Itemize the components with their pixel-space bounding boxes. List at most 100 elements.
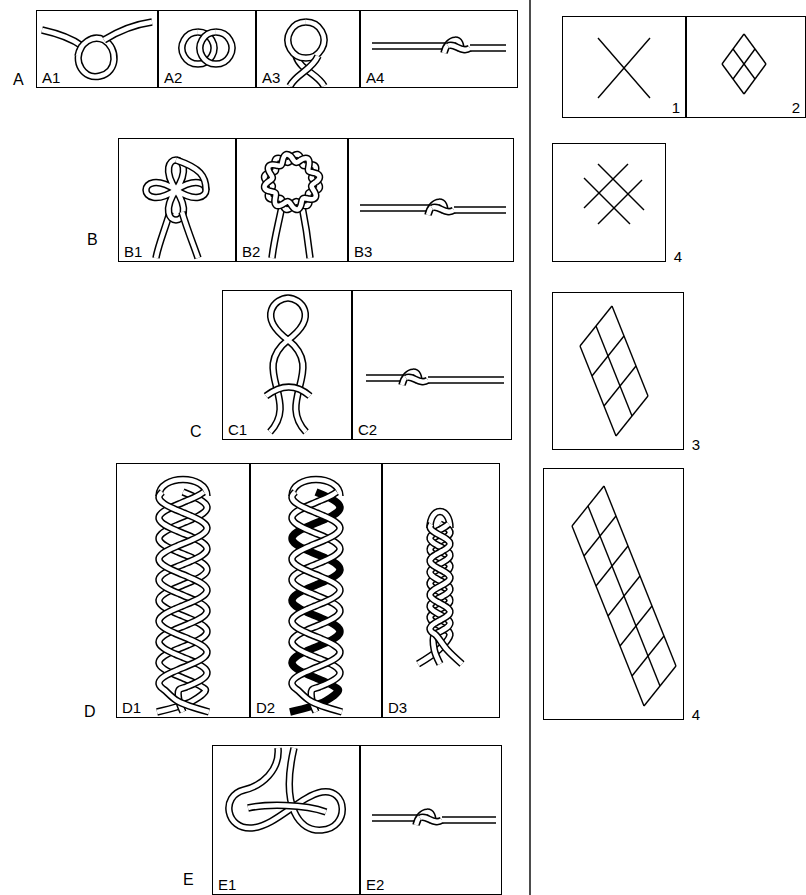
rope-strand [428,378,504,383]
rope-strand [302,206,310,258]
lattice-line [598,38,650,98]
rope-strand [146,160,206,220]
row-letter: E [181,871,196,889]
knot-panel: A2 [158,10,256,88]
rope-strand [229,748,342,830]
rope-strand [420,817,442,822]
rope-strand [372,44,448,49]
rope-strand [176,160,206,190]
lattice-line [604,486,676,666]
rope-strand [146,160,206,220]
panel-label: A3 [260,69,282,86]
panel-label: A4 [364,69,386,86]
rope-strand [159,492,209,712]
knot-panel: D2 [250,463,382,718]
rope-strand [159,492,209,712]
rope-strand [270,298,306,432]
knot-panel: 4 [552,143,666,262]
rope-strand [406,377,428,382]
rope-strand [42,30,82,46]
lattice-line [733,49,755,79]
panel-label: E1 [216,876,238,893]
rope-strand [360,206,432,211]
panel-label: 3 [690,436,702,453]
row-letter: A [11,71,26,89]
panel-label: A2 [162,69,184,86]
rope-strand [290,56,318,86]
rope-drawing [42,22,506,830]
knot-panel: C2 [352,290,512,440]
knot-panel: 4 [543,468,684,720]
knot-panel: E1 [212,745,360,895]
lattice-line [744,34,766,64]
knot-panel: A1 [36,10,158,88]
rope-strand [182,212,198,258]
rope-strand [104,22,152,40]
knot-panel: E2 [360,745,502,895]
rope-strand [432,207,454,212]
knot-panel: B3 [348,138,514,262]
rope-strand [290,56,318,86]
rope-strand [248,805,326,812]
panel-label: 1 [670,99,682,116]
rope-strand [272,206,282,258]
row-letter: C [188,423,204,441]
rope-strand [420,817,442,822]
rope-strand [104,22,152,40]
rope-strand [78,38,114,76]
rope-strand [264,154,319,209]
rope-strand [302,206,310,258]
rope-strand [448,45,470,50]
panel-label: B3 [352,243,374,260]
rope-strand [454,208,506,213]
rope-strand [272,206,282,258]
knot-panel: 2 [686,16,806,118]
rope-strand [248,805,326,812]
rope-strand [430,524,462,664]
knot-panel: A3 [256,10,360,88]
lattice-line [584,178,630,224]
lattice-line [612,306,648,396]
rope-strand [372,816,420,821]
knot-panel: D3 [382,463,500,718]
rope-strand [428,376,504,384]
rope-strand [432,207,454,212]
knot-panel: 1 [562,16,686,118]
row-letter: D [82,703,98,721]
knot-panel: A4 [360,10,518,88]
panel-label: D3 [386,699,409,716]
lattice-line [598,38,650,98]
rope-strand [288,22,324,58]
lattice-line [733,49,755,79]
rope-strand [442,818,496,823]
rope-strand [200,32,232,64]
rope-strand [430,524,462,664]
rope-strand [264,154,319,209]
rope-strand [229,748,342,830]
rope-strand [42,30,82,46]
rope-strand [264,154,319,209]
rope-strand [442,816,496,824]
knot-panel: B2 [236,138,348,262]
row-letter: B [85,231,100,249]
knot-panel: C1 [222,290,352,440]
panel-label: 4 [690,706,702,723]
lattice-line [596,326,632,416]
lattice-line [722,64,744,94]
panel-label: D1 [120,699,143,716]
rope-strand [78,38,114,76]
panel-label: 2 [790,99,802,116]
panel-label: B2 [240,243,262,260]
rope-strand [200,32,232,64]
lattice-line [598,164,644,210]
rope-strand [372,42,448,50]
rope-strand [288,22,324,58]
panel-label: C2 [356,421,379,438]
panel-label: B1 [122,243,144,260]
rope-strand [266,387,310,396]
lattice-line [580,346,616,436]
rope-strand [176,160,206,190]
rope-strand [454,206,506,214]
rope-strand [470,46,506,51]
knot-panel: 3 [552,292,684,450]
